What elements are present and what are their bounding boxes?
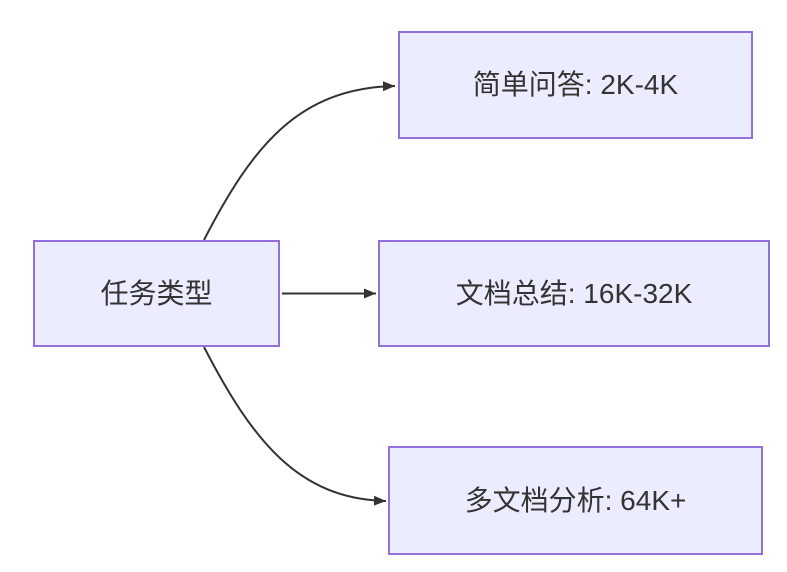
- node-multi-doc-analysis: 多文档分析: 64K+: [388, 446, 763, 555]
- edge-root-to-top: [203, 81, 396, 241]
- node-simple-qa: 简单问答: 2K-4K: [398, 31, 753, 139]
- node-doc-summary-label: 文档总结: 16K-32K: [455, 277, 693, 309]
- node-task-type-label: 任务类型: [100, 277, 213, 309]
- node-task-type: 任务类型: [33, 240, 280, 347]
- edge-root-to-bottom: [203, 346, 387, 506]
- node-simple-qa-label: 简单问答: 2K-4K: [472, 69, 679, 101]
- node-doc-summary: 文档总结: 16K-32K: [378, 240, 770, 347]
- node-multi-doc-analysis-label: 多文档分析: 64K+: [464, 484, 687, 516]
